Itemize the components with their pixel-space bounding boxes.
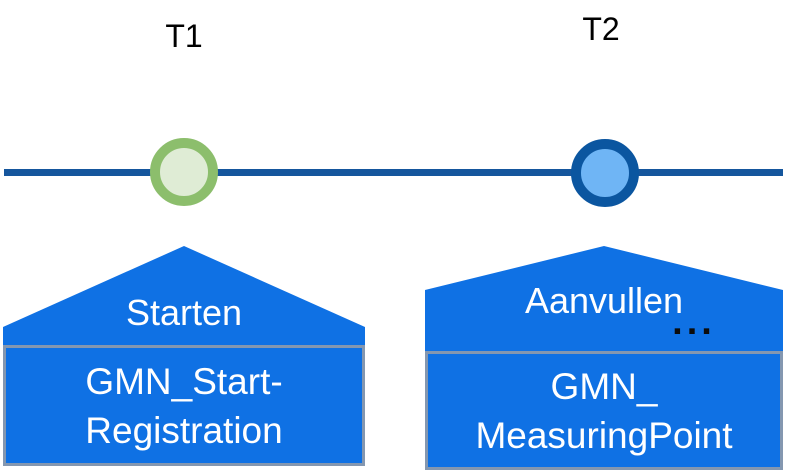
timeline-line bbox=[4, 169, 783, 176]
pentagon-roof-polygon bbox=[3, 246, 365, 345]
entity-name-line2: MeasuringPoint bbox=[475, 414, 733, 456]
house-pentagon-shape-aanvullen bbox=[425, 246, 783, 351]
timeline-label-t2: T2 bbox=[582, 11, 620, 47]
entity-box-start-registration: GMN_Start- Registration bbox=[3, 345, 365, 466]
ellipsis-text: ... bbox=[672, 301, 716, 343]
milestone-marker-t1 bbox=[150, 138, 218, 206]
action-label-aanvullen: Aanvullen bbox=[524, 280, 684, 321]
action-label-starten: Starten bbox=[125, 292, 243, 333]
entity-name-line1: GMN_ bbox=[550, 365, 658, 407]
pentagon-roof-polygon bbox=[425, 246, 783, 351]
milestone-marker-t2 bbox=[571, 139, 639, 207]
entity-name-line2: Registration bbox=[85, 409, 283, 451]
timeline-label-t1: T1 bbox=[165, 18, 203, 54]
entity-name-line1: GMN_Start- bbox=[85, 360, 283, 402]
entity-box-measuring-point: GMN_ MeasuringPoint bbox=[425, 351, 783, 470]
house-pentagon-shape-starten bbox=[3, 246, 365, 345]
